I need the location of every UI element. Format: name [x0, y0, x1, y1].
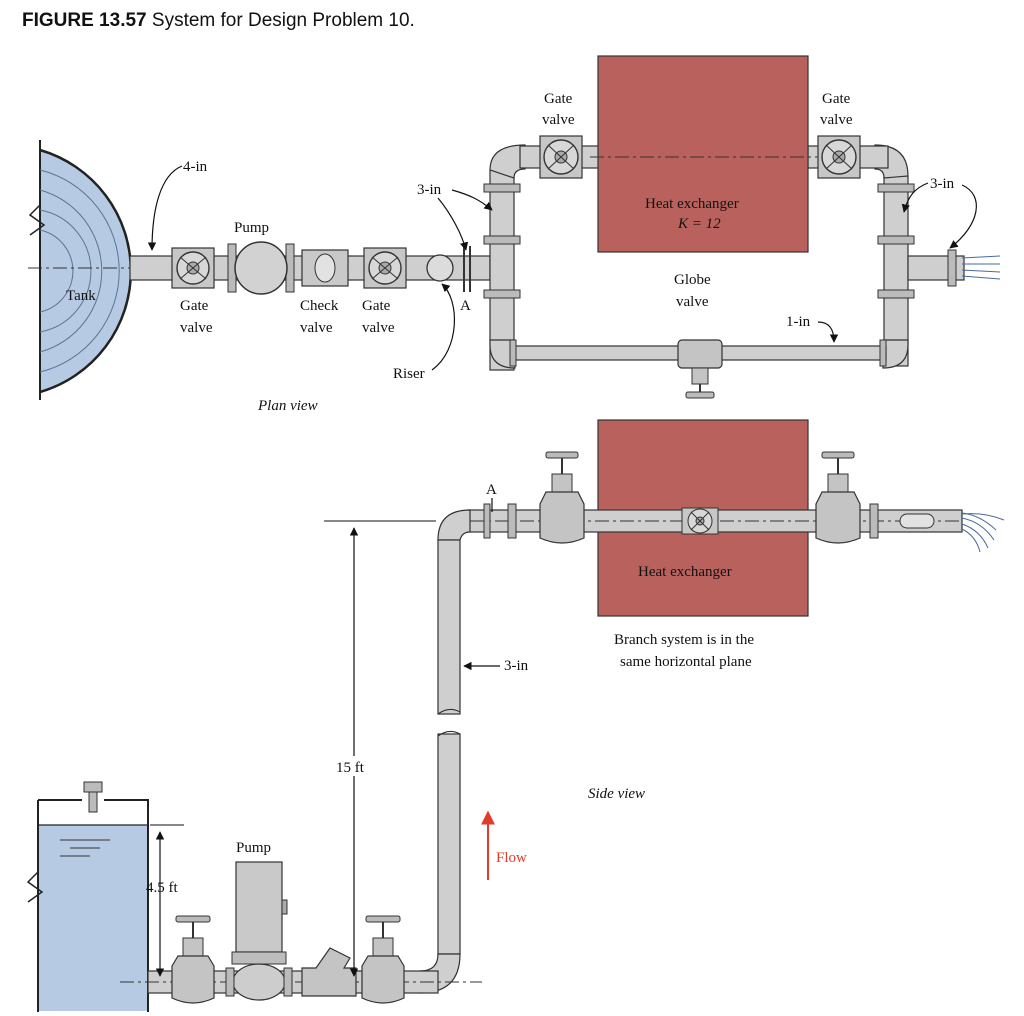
- plan-label-gate-top-left-b: valve: [542, 112, 575, 128]
- plan-label-1in: 1-in: [786, 314, 811, 330]
- side-label-3in: 3-in: [504, 658, 529, 674]
- plan-label-pump: Pump: [234, 220, 269, 236]
- side-view: 15 ft 4.5 ft A Heat exchanger Branch sys…: [26, 419, 1005, 1012]
- side-label-hx: Heat exchanger: [638, 564, 732, 580]
- plan-view: 4-in Pump Tank Gate valve Check valve Ga…: [28, 55, 1001, 414]
- side-label-a: A: [486, 482, 497, 498]
- plan-label-gate-top-left-a: Gate: [544, 91, 573, 107]
- plan-label-3in-right: 3-in: [930, 176, 955, 192]
- side-label-branch-a: Branch system is in the: [614, 632, 754, 648]
- side-gate-valve-1: [171, 915, 215, 1004]
- plan-gate-valve-1: [171, 247, 215, 289]
- plan-label-gate-top-right-b: valve: [820, 112, 853, 128]
- side-gate-valve-left: [539, 451, 585, 544]
- plan-heat-exchanger: [597, 55, 809, 253]
- side-label-45ft: 4.5 ft: [146, 880, 178, 896]
- plan-label-tank: Tank: [66, 288, 96, 304]
- plan-gate-valve-top-right: [817, 135, 861, 179]
- plan-label-globe-b: valve: [676, 294, 709, 310]
- side-globe-valve: [681, 507, 719, 535]
- plan-label-3in-left: 3-in: [417, 182, 442, 198]
- plan-gate-valve-top-left: [539, 135, 583, 179]
- side-pump: [225, 861, 293, 1001]
- plan-label-4in: 4-in: [183, 159, 208, 175]
- side-gate-valve-2: [361, 915, 405, 1004]
- plan-label-riser: Riser: [393, 366, 425, 382]
- side-label-15ft: 15 ft: [336, 760, 365, 776]
- side-view-title: Side view: [588, 786, 645, 802]
- plan-label-gate1-a: Gate: [180, 298, 209, 314]
- plan-globe-valve: [677, 339, 723, 399]
- side-tank: [26, 781, 149, 1012]
- side-riser-lower: [437, 733, 461, 955]
- plan-view-title: Plan view: [257, 398, 318, 414]
- plan-label-a: A: [460, 298, 471, 314]
- side-label-branch-b: same horizontal plane: [620, 654, 752, 670]
- figure-caption: FIGURE 13.57 System for Design Problem 1…: [22, 10, 415, 32]
- plan-label-check-a: Check: [300, 298, 339, 314]
- side-gate-valve-right: [815, 451, 861, 544]
- side-label-pump: Pump: [236, 840, 271, 856]
- side-label-flow: Flow: [496, 850, 527, 866]
- plan-label-gate2-a: Gate: [362, 298, 391, 314]
- side-check-valve: [301, 947, 357, 997]
- plan-check-valve: [301, 249, 349, 287]
- figure-number: FIGURE 13.57: [22, 10, 147, 31]
- side-riser-elbow-top: [437, 509, 471, 541]
- plan-gate-valve-2: [363, 247, 407, 289]
- plan-tank: [28, 140, 133, 400]
- side-riser-upper: [437, 539, 461, 715]
- plan-label-hx-a: Heat exchanger: [645, 196, 739, 212]
- plan-label-globe-a: Globe: [674, 272, 711, 288]
- plan-pump: [227, 241, 295, 295]
- plan-label-gate2-b: valve: [362, 320, 395, 336]
- plan-riser: [426, 254, 454, 282]
- plan-label-gate1-b: valve: [180, 320, 213, 336]
- plan-label-hx-b: K = 12: [677, 216, 721, 232]
- plan-label-gate-top-right-a: Gate: [822, 91, 851, 107]
- plan-label-check-b: valve: [300, 320, 333, 336]
- figure-title: System for Design Problem 10.: [151, 10, 415, 31]
